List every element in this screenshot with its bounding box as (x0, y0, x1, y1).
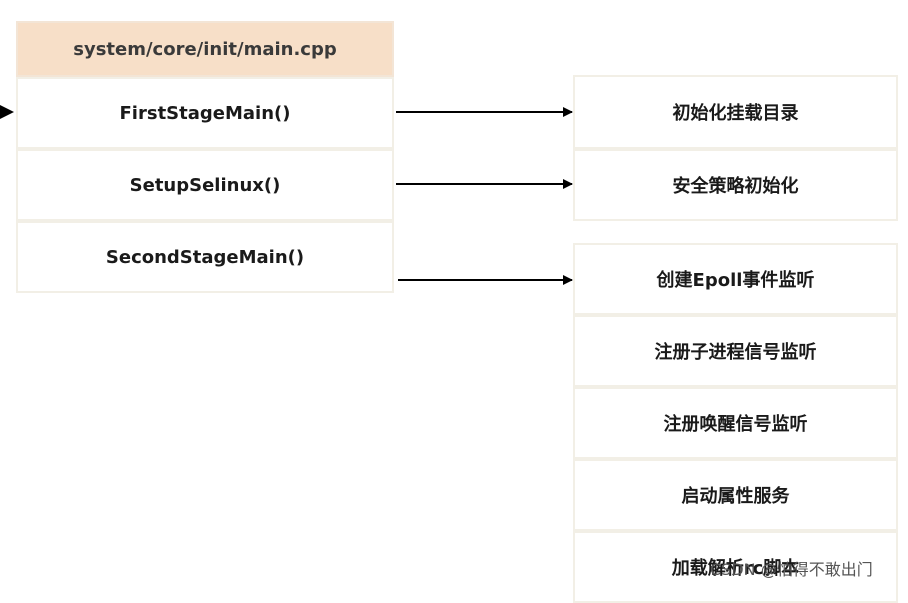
wakeup-signal-box: 注册唤醒信号监听 (573, 387, 898, 459)
first-stage-main-box: FirstStageMain() (16, 77, 394, 149)
incoming-arrow-head (0, 105, 14, 119)
setup-selinux-box: SetupSelinux() (16, 149, 394, 221)
selinux-policy-label: 安全策略初始化 (672, 176, 799, 197)
rc-script-label: 加载解析rc脚本 (671, 558, 800, 579)
main-cpp-header-label: system/core/init/main.cpp (73, 38, 337, 60)
selinux-policy-box: 安全策略初始化 (573, 149, 898, 221)
child-signal-label: 注册子进程信号监听 (654, 342, 817, 363)
mount-dirs-box: 初始化挂载目录 (573, 75, 898, 149)
diagram: system/core/init/main.cpp FirstStageMain… (0, 21, 898, 603)
watermark-text: CSDN @怕得不敢出门 (710, 560, 873, 579)
property-service-label: 启动属性服务 (681, 486, 790, 507)
property-service-box: 启动属性服务 (573, 459, 898, 531)
second-stage-main-label: SecondStageMain() (105, 246, 305, 268)
main-cpp-header: system/core/init/main.cpp (16, 21, 394, 77)
child-signal-box: 注册子进程信号监听 (573, 315, 898, 387)
first-stage-main-label: FirstStageMain() (119, 102, 291, 124)
second-stage-main-box: SecondStageMain() (16, 221, 394, 293)
setup-selinux-label: SetupSelinux() (129, 174, 281, 196)
mount-dirs-label: 初始化挂载目录 (672, 103, 799, 124)
epoll-box: 创建Epoll事件监听 (573, 243, 898, 315)
epoll-label: 创建Epoll事件监听 (656, 270, 815, 291)
wakeup-signal-label: 注册唤醒信号监听 (663, 414, 808, 435)
arrows-layer (0, 105, 573, 285)
